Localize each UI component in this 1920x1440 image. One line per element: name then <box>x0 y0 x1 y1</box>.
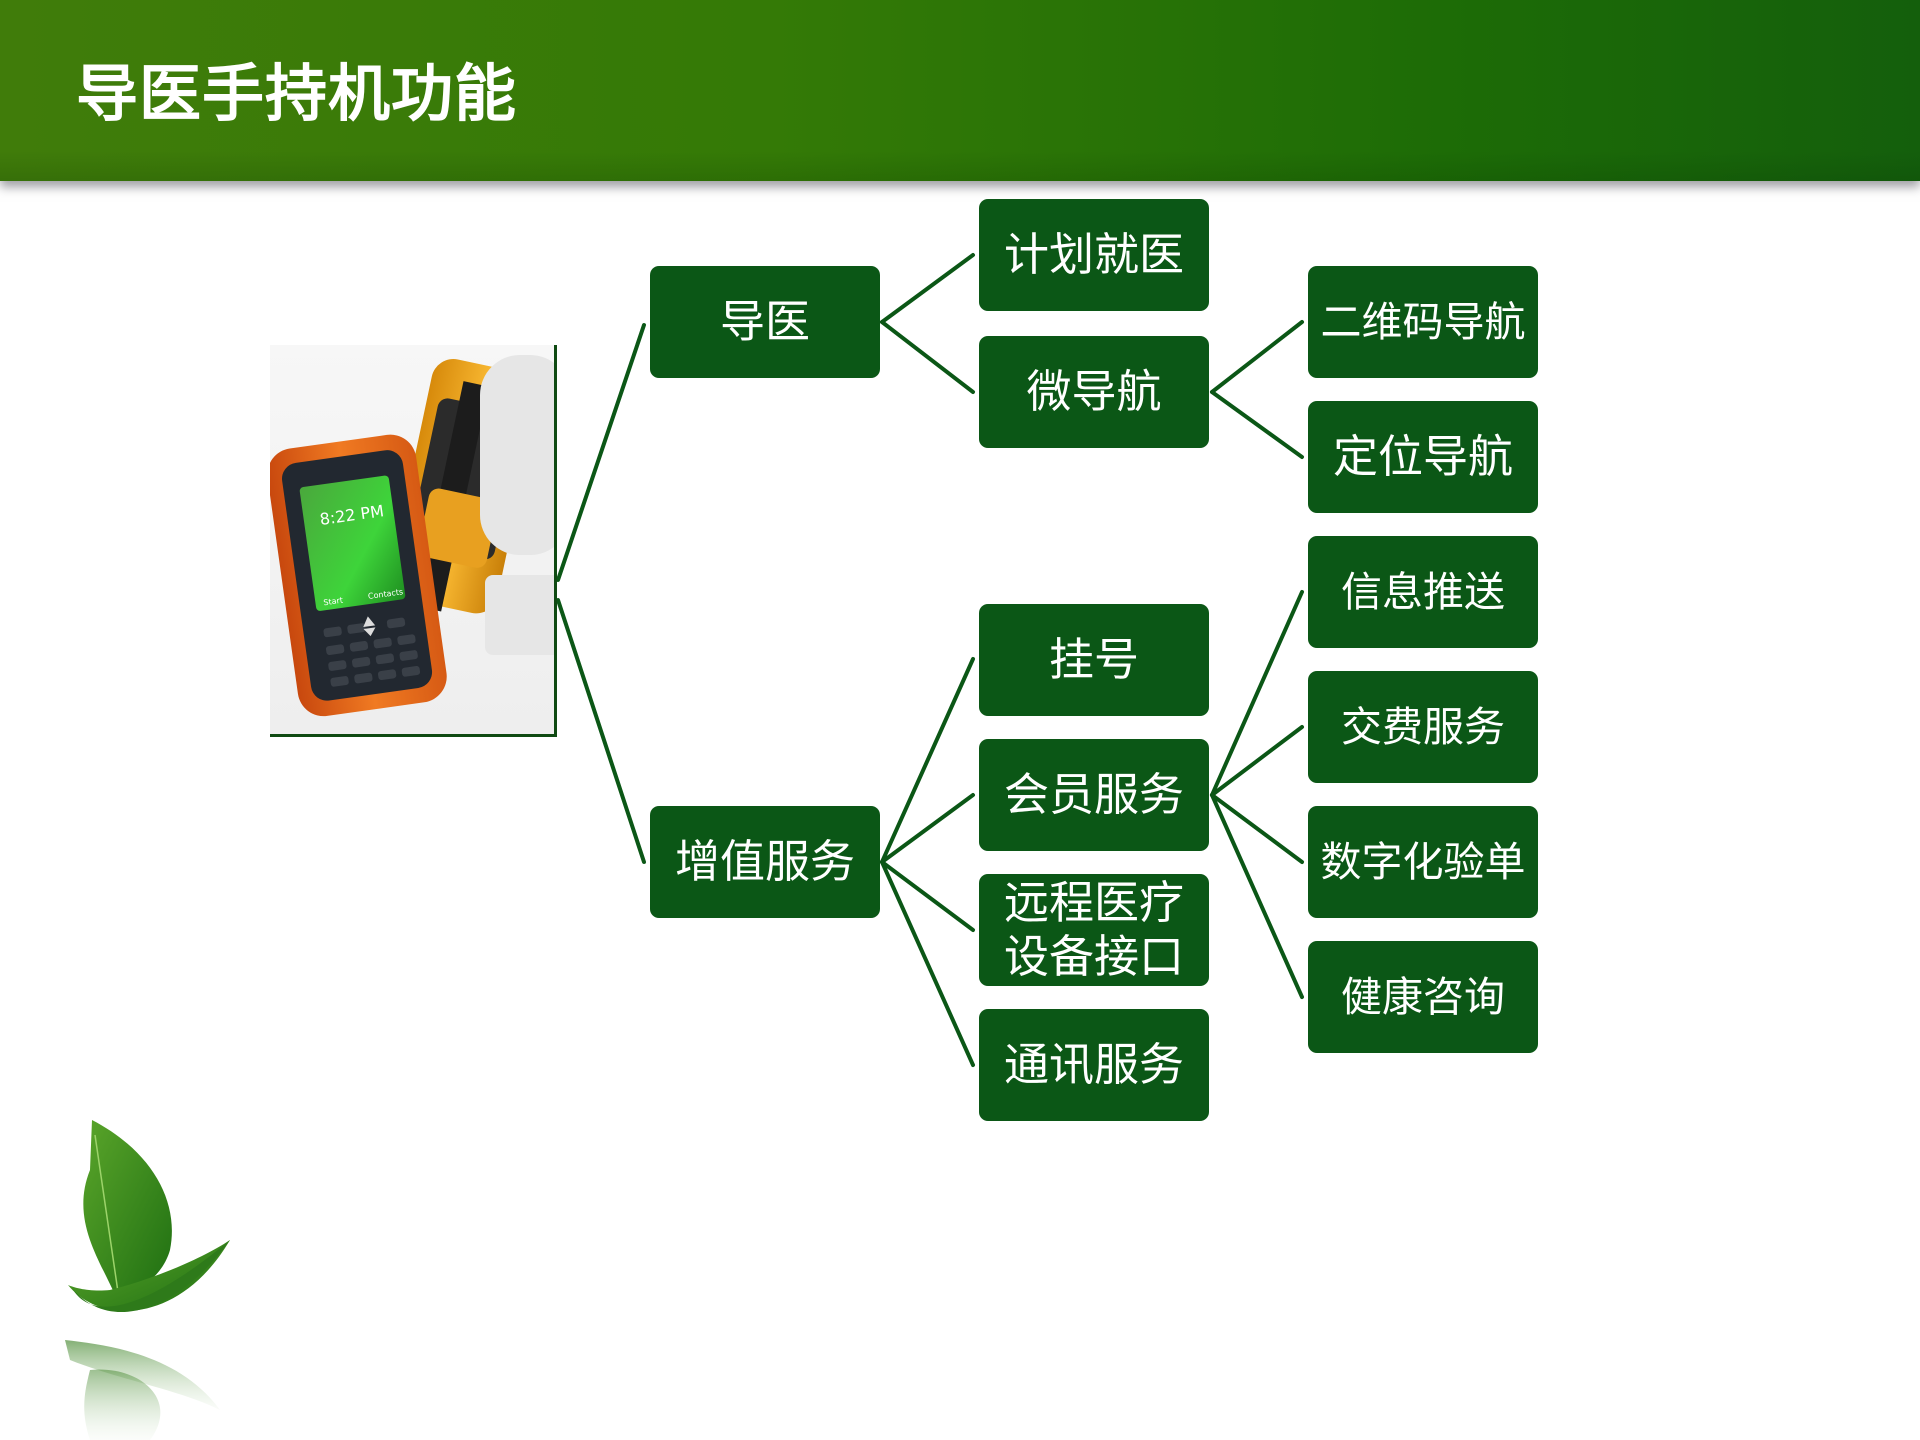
node-payment-services: 交费服务 <box>1308 671 1538 783</box>
connector-guide-micronav <box>880 320 975 394</box>
node-location-navigation: 定位导航 <box>1308 401 1538 513</box>
title-bar <box>0 0 1920 181</box>
connector-value-comm <box>880 860 975 1067</box>
connector-value-member <box>880 793 975 864</box>
connector-micronav-qr <box>1210 320 1304 394</box>
node-planned-visit: 计划就医 <box>979 199 1209 311</box>
node-value-added-services: 增值服务 <box>650 806 880 918</box>
node-guide: 导医 <box>650 266 880 378</box>
connector-member-lab <box>1210 793 1304 864</box>
handheld-device-image: 8:22 PM Start Contacts <box>270 345 557 737</box>
node-micro-navigation: 微导航 <box>979 336 1209 448</box>
node-communication-services: 通讯服务 <box>979 1009 1209 1121</box>
node-health-consultation: 健康咨询 <box>1308 941 1538 1053</box>
connector-value-remote <box>880 860 975 932</box>
connector-value-register <box>880 657 975 864</box>
connector-device-value <box>556 598 646 864</box>
connector-member-push <box>1210 590 1304 797</box>
page-title: 导医手持机功能 <box>76 57 518 130</box>
node-digital-lab-report: 数字化验单 <box>1308 806 1538 918</box>
node-registration: 挂号 <box>979 604 1209 716</box>
connector-guide-plan <box>880 253 975 324</box>
leaf-decoration-icon <box>65 1120 230 1440</box>
node-qr-code-navigation: 二维码导航 <box>1308 266 1538 378</box>
screen-softkey-left: Start <box>323 596 344 608</box>
node-info-push: 信息推送 <box>1308 536 1538 648</box>
connector-member-payment <box>1210 725 1304 797</box>
connector-member-health <box>1210 793 1304 999</box>
connector-micronav-loc <box>1210 390 1304 459</box>
connector-device-guide <box>556 323 646 582</box>
node-remote-medical-device-interface: 远程医疗 设备接口 <box>979 874 1209 986</box>
node-member-services: 会员服务 <box>979 739 1209 851</box>
